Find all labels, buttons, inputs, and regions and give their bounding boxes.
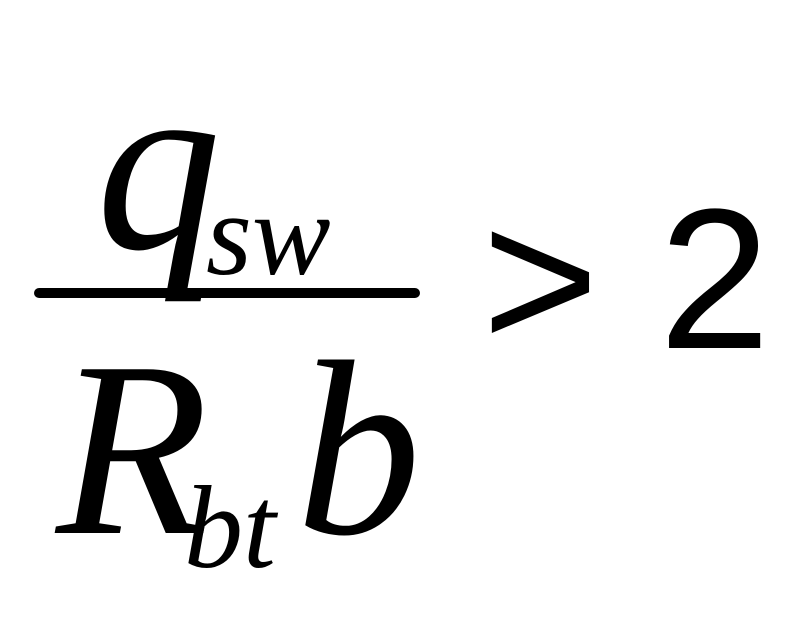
numerator-symbol: q	[96, 26, 221, 303]
denominator-symbol: R	[56, 311, 209, 588]
fraction-bar	[34, 288, 420, 298]
numerator-subscript: sw	[206, 169, 331, 300]
denominator-factor: b	[296, 311, 421, 588]
greater-than-sign: >	[482, 168, 599, 391]
right-hand-side-value: 2	[659, 168, 771, 391]
denominator-subscript: bt	[184, 462, 276, 593]
